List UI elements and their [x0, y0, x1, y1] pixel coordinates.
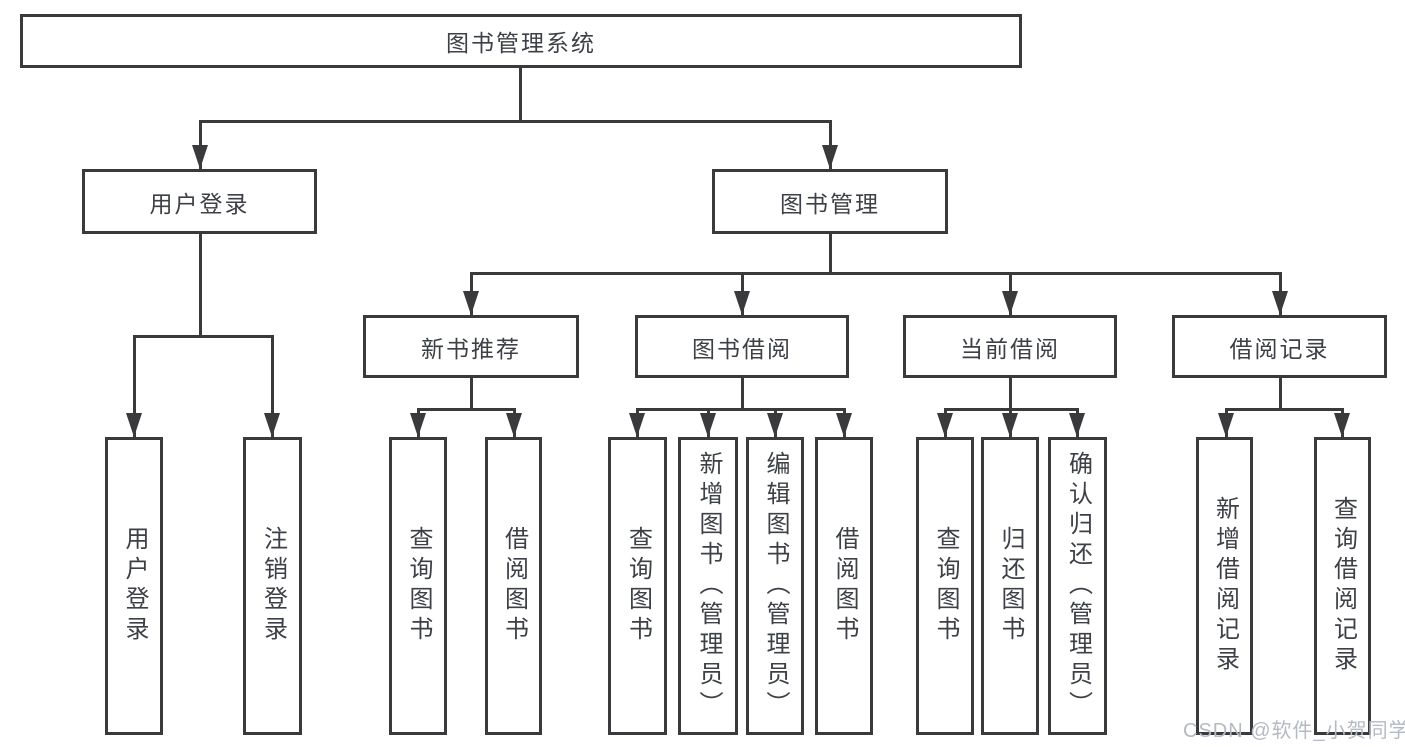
connector-line [133, 335, 136, 437]
arrow-down-icon [410, 413, 426, 437]
arrow-down-icon [822, 145, 838, 169]
node-new-book-recommend: 新书推荐 [363, 315, 579, 378]
node-leaf-query-book-2-label: 查询图书 [624, 526, 652, 646]
arrow-down-icon [1218, 413, 1234, 437]
arrow-down-icon [767, 413, 783, 437]
node-leaf-return-book-label: 归还图书 [997, 526, 1024, 646]
node-leaf-query-book-3: 查询图书 [916, 437, 974, 735]
connector-line [271, 335, 274, 437]
connector-line [1009, 378, 1012, 411]
connector-line [1279, 378, 1282, 411]
node-borrow-records-label: 借阅记录 [1229, 335, 1330, 362]
arrow-down-icon [1272, 291, 1288, 315]
arrow-down-icon [734, 291, 750, 315]
node-library-system: 图书管理系统 [20, 14, 1022, 68]
connector-line [829, 234, 832, 275]
node-user-login: 用户登录 [82, 169, 317, 234]
node-leaf-borrow-book-1: 借阅图书 [485, 437, 542, 735]
arrow-down-icon [700, 413, 716, 437]
connector-line [829, 120, 832, 169]
node-leaf-edit-book-admin: 编辑图书（管理员） [746, 437, 804, 735]
node-current-borrowing-label: 当前借阅 [960, 335, 1060, 362]
csdn-watermark: CSDN @软件_小贺同学 [1183, 720, 1405, 742]
node-leaf-query-book-3-label: 查询图书 [932, 526, 959, 646]
connector-line [470, 378, 473, 411]
connector-line [470, 272, 1282, 275]
connector-line [199, 120, 832, 123]
node-leaf-logout: 注销登录 [243, 437, 302, 735]
node-leaf-confirm-return-admin: 确认归还（管理员） [1048, 437, 1107, 735]
arrow-down-icon [463, 291, 479, 315]
node-leaf-query-borrow-record: 查询借阅记录 [1314, 437, 1371, 735]
node-leaf-query-book-1: 查询图书 [389, 437, 447, 735]
node-current-borrowing: 当前借阅 [903, 315, 1117, 378]
node-leaf-logout-label: 注销登录 [259, 526, 287, 646]
node-library-system-label: 图书管理系统 [446, 30, 596, 56]
connector-line [133, 335, 274, 338]
arrow-down-icon [192, 145, 208, 169]
node-book-management: 图书管理 [712, 169, 948, 234]
arrow-down-icon [264, 413, 280, 437]
connector-line [1225, 408, 1344, 411]
node-leaf-borrow-book-2-label: 借阅图书 [831, 526, 858, 646]
node-leaf-query-borrow-record-label: 查询借阅记录 [1329, 496, 1357, 676]
connector-line [199, 234, 202, 338]
arrow-down-icon [1002, 413, 1018, 437]
node-leaf-confirm-return-admin-label: 确认归还（管理员） [1064, 451, 1092, 721]
node-leaf-query-book-2: 查询图书 [608, 437, 667, 735]
arrow-down-icon [836, 413, 852, 437]
node-user-login-label: 用户登录 [149, 190, 250, 217]
node-leaf-add-borrow-record-label: 新增借阅记录 [1211, 496, 1239, 676]
connector-line [199, 120, 202, 169]
connector-line [636, 408, 846, 411]
node-leaf-edit-book-admin-label: 编辑图书（管理员） [762, 451, 789, 721]
node-leaf-query-book-1-label: 查询图书 [405, 526, 432, 646]
arrow-down-icon [937, 413, 953, 437]
node-leaf-borrow-book-1-label: 借阅图书 [500, 526, 528, 646]
node-leaf-add-book-admin-label: 新增图书（管理员） [695, 451, 722, 721]
node-leaf-user-login-label: 用户登录 [121, 526, 148, 646]
arrow-down-icon [1334, 413, 1350, 437]
arrow-down-icon [1069, 413, 1085, 437]
node-borrow-records: 借阅记录 [1172, 315, 1387, 378]
node-leaf-user-login: 用户登录 [105, 437, 163, 735]
node-book-borrowing: 图书借阅 [635, 315, 849, 378]
arrow-down-icon [506, 413, 522, 437]
node-leaf-add-borrow-record: 新增借阅记录 [1196, 437, 1253, 735]
node-new-book-recommend-label: 新书推荐 [421, 335, 521, 362]
arrow-down-icon [1002, 291, 1018, 315]
node-leaf-return-book: 归还图书 [981, 437, 1039, 735]
arrow-down-icon [629, 413, 645, 437]
node-leaf-add-book-admin: 新增图书（管理员） [678, 437, 738, 735]
node-book-management-label: 图书管理 [780, 190, 880, 217]
node-book-borrowing-label: 图书借阅 [692, 335, 792, 362]
connector-line [741, 378, 744, 411]
node-leaf-borrow-book-2: 借阅图书 [815, 437, 873, 735]
arrow-down-icon [126, 413, 142, 437]
connector-line [417, 408, 516, 411]
connector-line [519, 68, 522, 123]
